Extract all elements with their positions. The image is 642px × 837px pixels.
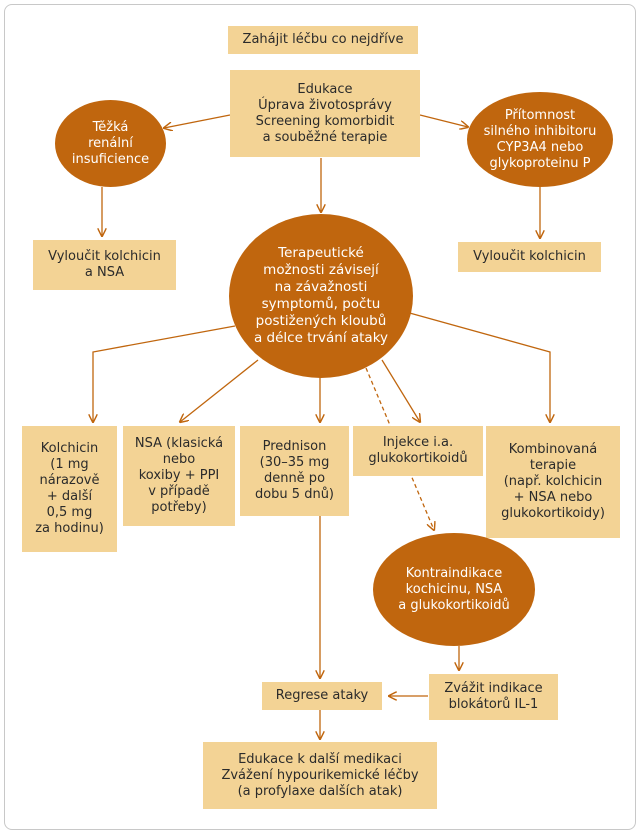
arrow-to-colchicine [93,325,236,422]
therapeutic-options-oval: Terapeutické možnosti závisejí na závažn… [229,214,413,378]
prednison-box: Prednison (30–35 mg denně po dobu 5 dnů) [240,426,349,516]
attack-regression-box: Regrese ataky [262,682,382,710]
combination-therapy-box: Kombinovaná terapie (např. kolchicin + N… [486,426,620,538]
final-education-box: Edukace k další medikaci Zvážení hypouri… [203,742,437,809]
arrow-to-combination [405,311,550,422]
exclude-colchicine-box: Vyloučit kolchicin [458,242,601,272]
education-box: Edukace Úprava životosprávy Screening ko… [230,70,420,157]
exclude-colchicine-nsa-box: Vyloučit kolchicin a NSA [33,240,176,290]
injection-box: Injekce i.a. glukokortikoidů [353,426,483,476]
renal-insufficiency-oval: Těžká renální insuficience [55,100,166,187]
colchicine-box: Kolchicin (1 mg nárazově + další 0,5 mg … [22,426,117,552]
nsa-box: NSA (klasická nebo koxiby + PPI v případ… [123,426,235,526]
il1-blockers-box: Zvážit indikace blokátorů IL-1 [429,674,558,720]
strong-inhibitor-oval: Přítomnost silného inhibitoru CYP3A4 neb… [467,92,613,187]
arrow-education-to-renal [164,114,231,128]
start-treatment-box: Zahájit léčbu co nejdříve [228,26,418,54]
arrow-to-nsa [180,359,259,422]
arrow-education-to-inhibitor [419,114,468,127]
contraindication-oval: Kontraindikace kochicinu, NSA a glukokor… [373,533,535,646]
arrow-to-injection [381,359,420,422]
